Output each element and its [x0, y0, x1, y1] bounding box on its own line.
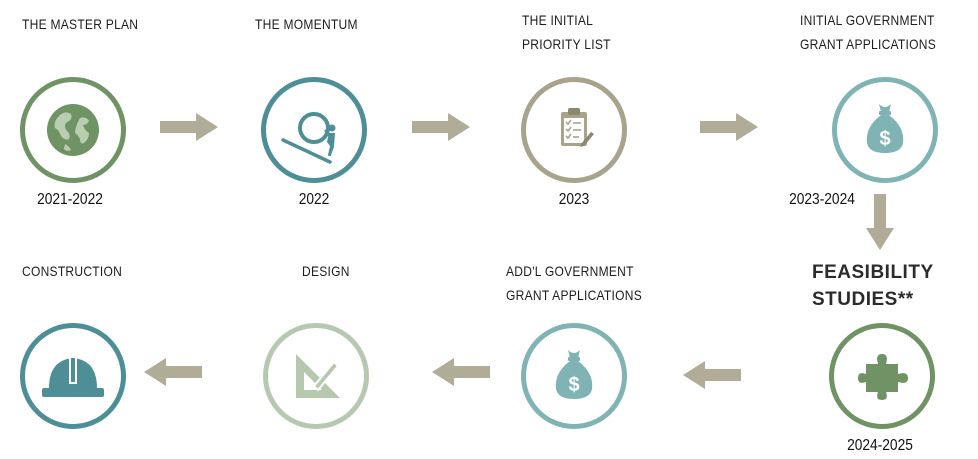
hard-hat-icon — [42, 356, 104, 397]
svg-text:$: $ — [879, 128, 890, 150]
arrow-down — [866, 194, 894, 250]
step-circle-initial-grant-applications: $ — [832, 77, 938, 183]
drafting-triangle-icon — [296, 354, 340, 398]
step-circle-feasibility-studies — [829, 323, 935, 429]
step-title-construction: CONSTRUCTION — [22, 263, 123, 279]
arrow-right-2 — [412, 113, 470, 141]
step-year-momentum: 2022 — [298, 191, 330, 208]
arrow-right-1 — [160, 113, 218, 141]
step-circle-master-plan — [20, 77, 126, 183]
step-title-momentum: THE MOMENTUM — [255, 16, 358, 32]
step-title-initial-priority-list: THE INITIAL PRIORITY LIST — [522, 12, 611, 52]
step-year-initial-priority-list: 2023 — [558, 191, 590, 208]
pushing-boulder-icon — [281, 112, 336, 164]
step-circle-initial-priority-list — [521, 77, 627, 183]
step-circle-addl-grant-applications: $ — [521, 323, 627, 429]
step-circle-momentum — [261, 77, 367, 183]
arrow-right-3 — [700, 113, 758, 141]
clipboard-checklist-icon — [561, 108, 594, 147]
step-title-initial-grant-applications: INITIAL GOVERNMENT GRANT APPLICATIONS — [800, 12, 937, 52]
arrow-left-1 — [683, 361, 741, 389]
arrow-left-2 — [432, 358, 490, 386]
step-year-initial-grant-applications: 2023-2024 — [789, 191, 855, 208]
money-bag-icon: $ — [866, 104, 904, 153]
globe-icon — [47, 104, 99, 156]
step-title-master-plan: THE MASTER PLAN — [22, 16, 139, 32]
step-year-master-plan: 2021-2022 — [37, 191, 103, 208]
step-title-design: DESIGN — [302, 263, 350, 279]
step-circle-design — [263, 323, 369, 429]
puzzle-piece-icon — [858, 354, 908, 400]
svg-text:$: $ — [568, 374, 579, 396]
step-title-feasibility-studies: FEASIBILITY STUDIES** — [812, 262, 934, 310]
step-title-addl-grant-applications: ADD'L GOVERNMENT GRANT APPLICATIONS — [506, 263, 643, 303]
arrow-left-3 — [144, 358, 202, 386]
step-year-feasibility-studies: 2024-2025 — [847, 437, 913, 454]
money-bag-icon: $ — [555, 350, 593, 399]
step-circle-construction — [20, 323, 126, 429]
